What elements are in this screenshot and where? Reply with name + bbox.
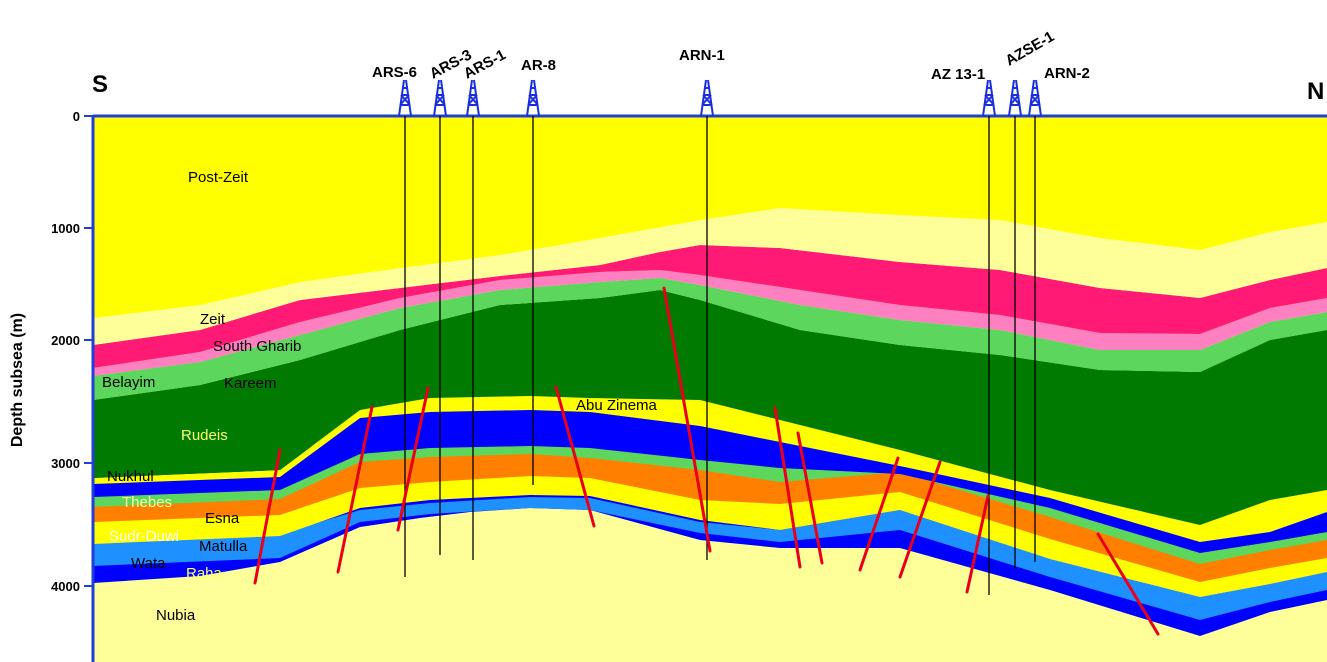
rudeis-layer bbox=[93, 290, 1327, 525]
light-blue-band bbox=[93, 497, 1327, 620]
label-matulla: Matulla bbox=[199, 538, 248, 555]
label-sudr-duwi: Sudr-Duwi bbox=[109, 528, 179, 545]
fault bbox=[336, 405, 374, 574]
derrick-icon bbox=[982, 79, 996, 117]
y-axis-title: Depth subsea (m) bbox=[9, 313, 26, 447]
label-belayim: Belayim bbox=[102, 374, 155, 391]
orange-band bbox=[93, 452, 1327, 582]
y-tick-label: 1000 bbox=[51, 221, 80, 236]
label-nukhul: Nukhul bbox=[107, 468, 154, 485]
label-thebes: Thebes bbox=[122, 494, 172, 511]
fault bbox=[554, 385, 596, 528]
derrick-icon bbox=[1028, 79, 1042, 117]
post-zeit-layer bbox=[93, 116, 1327, 318]
label-esna: Esna bbox=[205, 510, 240, 527]
south-label: S bbox=[92, 71, 108, 98]
label-nubia: Nubia bbox=[156, 607, 196, 624]
label-wata: Wata bbox=[131, 555, 166, 572]
fault bbox=[858, 456, 900, 572]
fault bbox=[796, 431, 824, 565]
fault bbox=[1096, 532, 1160, 636]
y-tick-label: 4000 bbox=[51, 579, 80, 594]
fault bbox=[662, 286, 712, 553]
well-label-az-13-1: AZ 13-1 bbox=[931, 66, 985, 83]
kareem-layer bbox=[93, 278, 1327, 400]
formation-labels: Post-Zeit Zeit South Gharib Belayim Kare… bbox=[102, 169, 658, 624]
well-label-arn-1: ARN-1 bbox=[679, 47, 725, 64]
zeit-layer bbox=[93, 208, 1327, 345]
derrick-icon bbox=[700, 79, 714, 117]
label-rudeis: Rudeis bbox=[181, 427, 228, 444]
y-axis-tick-labels: 0 1000 2000 3000 4000 bbox=[51, 109, 80, 594]
label-raha: Raha bbox=[186, 565, 223, 582]
y-tick-label: 2000 bbox=[51, 333, 80, 348]
y-axis-ticks bbox=[84, 115, 93, 587]
north-label: N bbox=[1307, 78, 1324, 105]
thebes-band bbox=[93, 408, 1327, 553]
label-south-gharib: South Gharib bbox=[213, 338, 301, 355]
nukhul-band bbox=[93, 396, 1327, 542]
well-label-arn-2: ARN-2 bbox=[1044, 65, 1090, 82]
derrick-icon bbox=[398, 79, 412, 117]
faults bbox=[253, 286, 1160, 636]
derricks bbox=[398, 79, 1042, 117]
belayim-layer bbox=[93, 270, 1327, 376]
derrick-icon bbox=[433, 79, 447, 117]
well-label-ars-6: ARS-6 bbox=[372, 64, 417, 81]
fault bbox=[898, 460, 942, 579]
fault bbox=[965, 494, 990, 594]
strata bbox=[93, 116, 1327, 662]
y-tick-label: 3000 bbox=[51, 456, 80, 471]
label-post-zeit: Post-Zeit bbox=[188, 169, 249, 186]
derrick-icon bbox=[466, 79, 480, 117]
fault bbox=[396, 386, 430, 532]
south-gharib-layer bbox=[93, 245, 1327, 368]
derrick-icon bbox=[526, 79, 540, 117]
fault bbox=[773, 406, 802, 569]
label-kareem: Kareem bbox=[224, 375, 277, 392]
label-zeit: Zeit bbox=[200, 311, 226, 328]
fault bbox=[253, 448, 282, 585]
well-label-ar-8: AR-8 bbox=[521, 57, 556, 74]
well-label-azse-1: AZSE-1 bbox=[1003, 28, 1058, 69]
label-abu-zinema: Abu Zinema bbox=[576, 397, 658, 414]
y-tick-label: 0 bbox=[73, 109, 80, 124]
well-labels: ARS-6 ARS-3 ARS-1 AR-8 ARN-1 AZ 13-1 AZS… bbox=[372, 28, 1090, 83]
derrick-icon bbox=[1008, 79, 1022, 117]
